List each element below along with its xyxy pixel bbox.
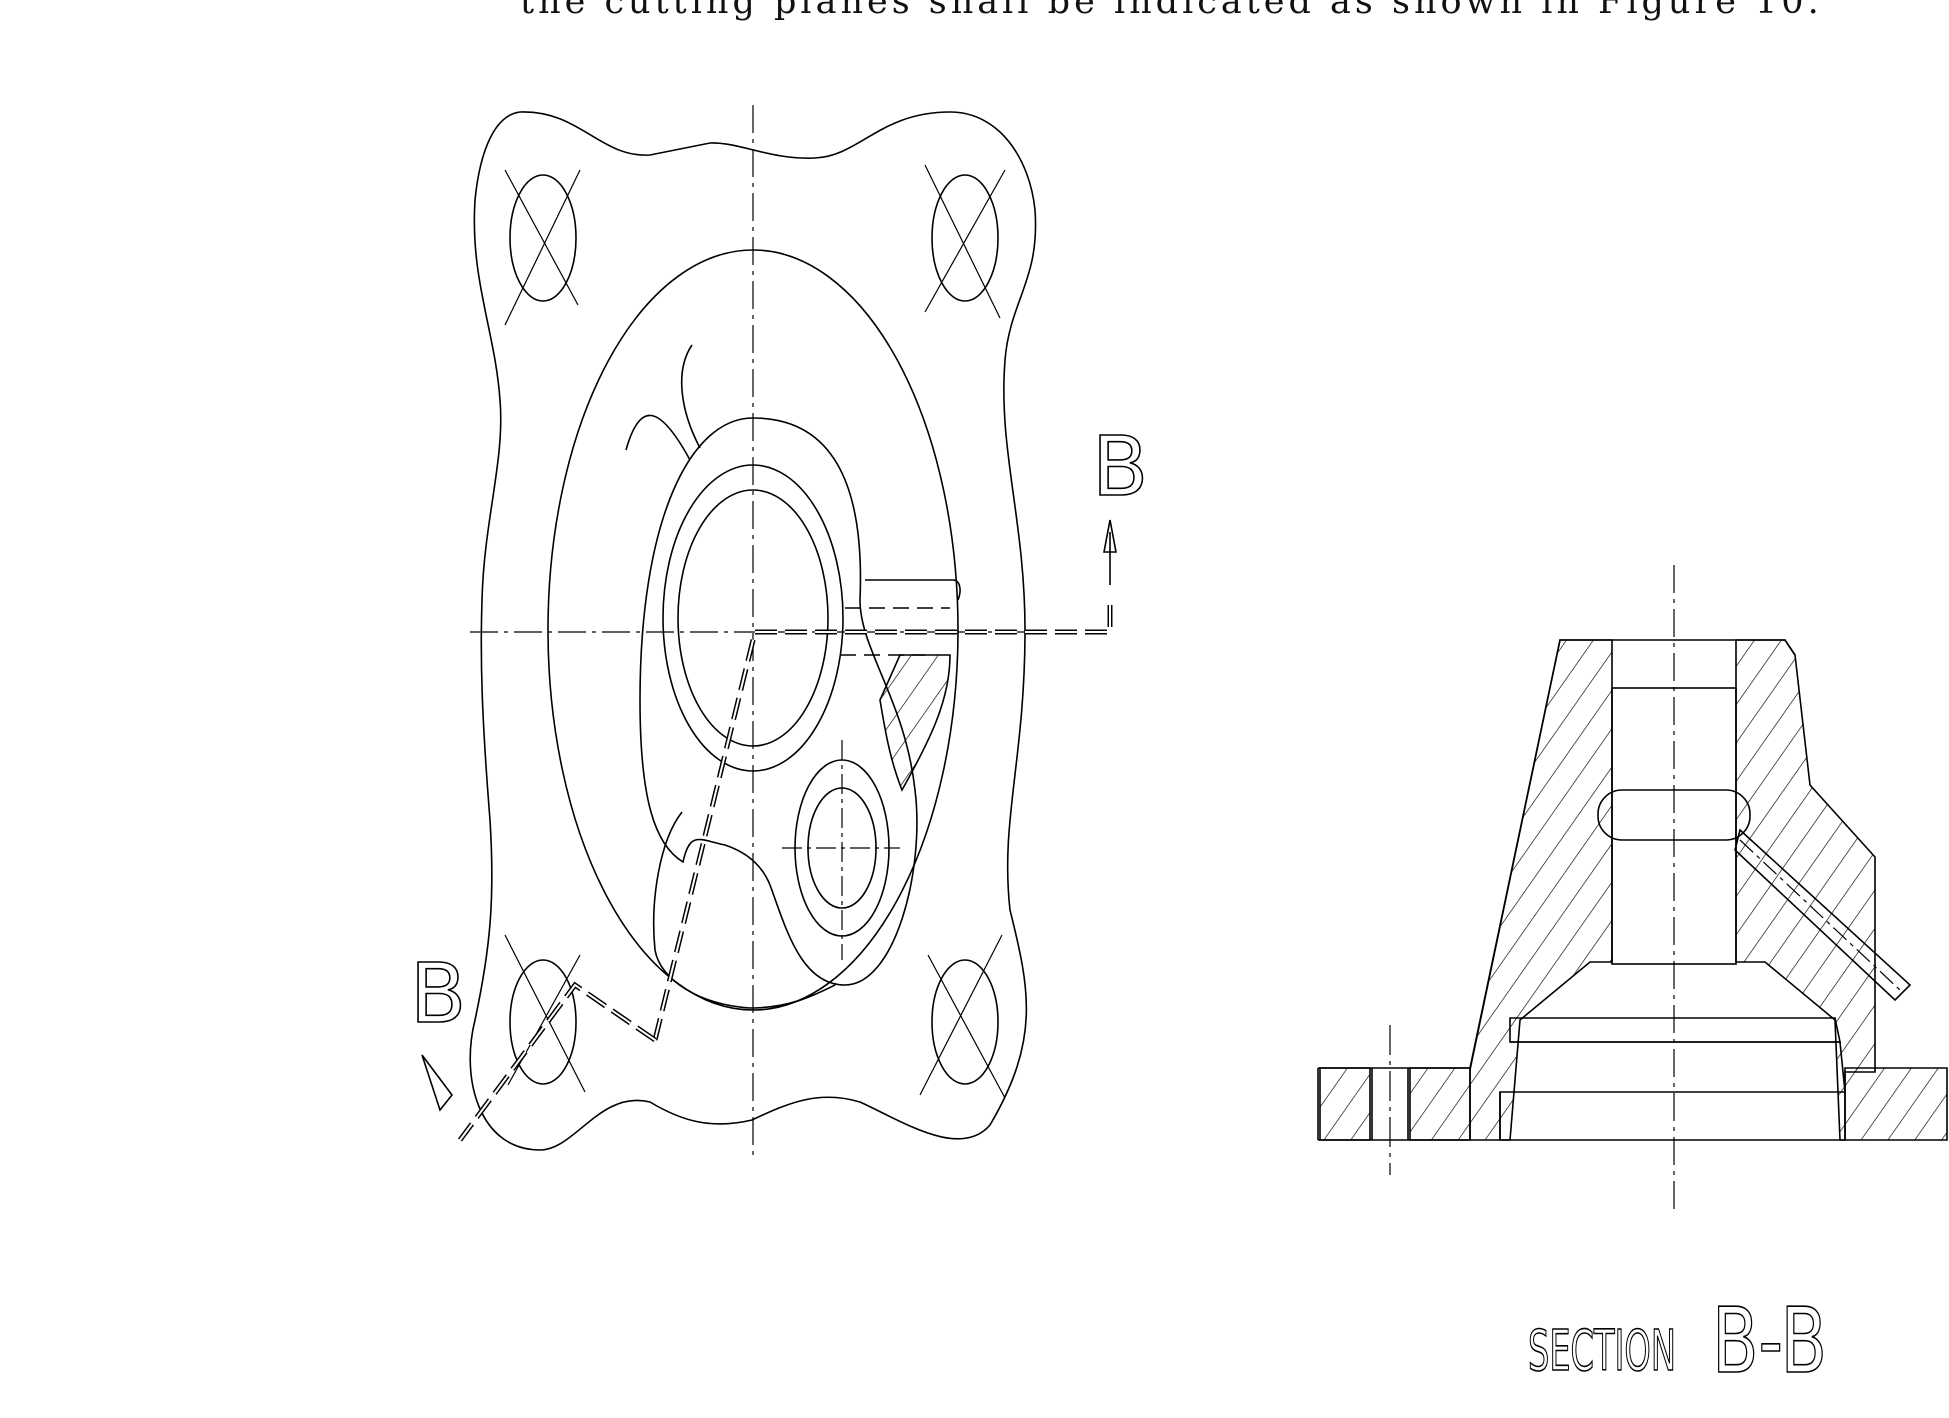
plan-view: B B bbox=[409, 105, 1149, 1160]
cutting-plane-line bbox=[421, 519, 1117, 1142]
rib bbox=[625, 344, 701, 461]
bolt-hole-top-right bbox=[924, 164, 1006, 319]
section-label-letters: B-B bbox=[1712, 1289, 1827, 1394]
bolt-hole-bottom-right bbox=[919, 934, 1006, 1099]
section-label-word: SECTION bbox=[1528, 1319, 1676, 1384]
flange-outline bbox=[469, 111, 1037, 1151]
bolt-hole-bottom-left bbox=[504, 934, 586, 1093]
boss-lobe-outline bbox=[639, 417, 918, 986]
section-flange-right bbox=[1844, 1067, 1948, 1141]
cutting-plane-letter-top: B bbox=[1092, 420, 1148, 515]
figure-caption: the cutting planes shall be indicated as… bbox=[520, 0, 1823, 22]
section-outer-profile bbox=[1469, 639, 1796, 1069]
bolt-hole-top-left bbox=[504, 169, 581, 326]
section-view: SECTION B-B bbox=[1317, 565, 1948, 1395]
section-left-wall bbox=[1469, 639, 1613, 1141]
cutting-plane-letter-bottom: B bbox=[410, 947, 466, 1042]
side-port bbox=[782, 740, 900, 960]
hatched-rib bbox=[879, 654, 951, 792]
section-flange-left bbox=[1319, 1067, 1371, 1141]
